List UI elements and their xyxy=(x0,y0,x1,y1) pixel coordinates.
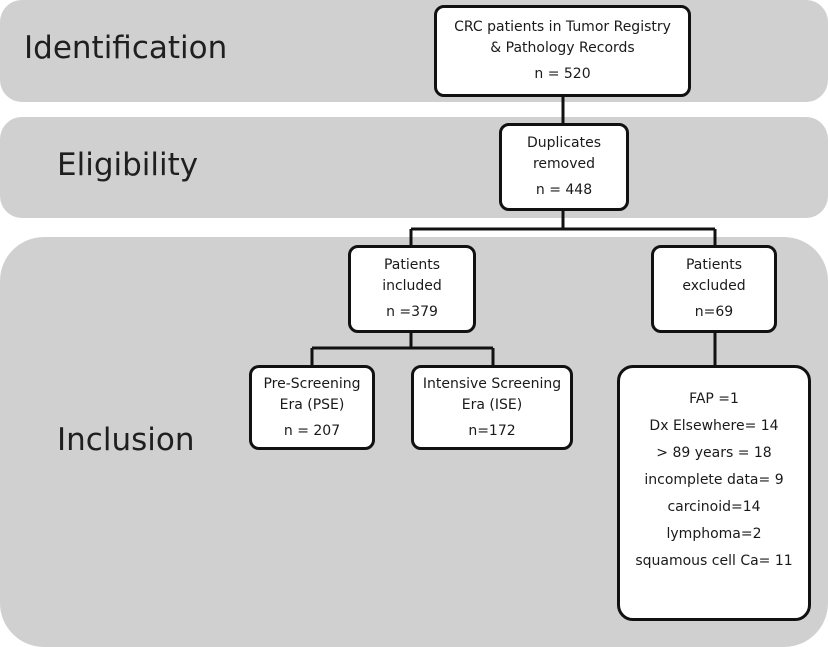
box-text: & Pathology Records xyxy=(490,40,635,56)
box-count: n = 448 xyxy=(535,182,593,198)
box-text: included xyxy=(382,278,442,294)
exclusion-reason-item: FAP =1 xyxy=(689,391,739,407)
box-text: Patients xyxy=(685,257,743,273)
box-count: n = 520 xyxy=(534,66,591,82)
exclusion-reason-item: incomplete data= 9 xyxy=(644,472,784,488)
box-intensive-screening-era: Intensive Screening Era (ISE) n=172 xyxy=(411,365,573,450)
stage-label-identification: Identification xyxy=(24,30,228,66)
box-text: removed xyxy=(532,156,596,172)
stage-label-eligibility: Eligibility xyxy=(57,147,199,183)
box-exclusion-reasons: FAP =1 Dx Elsewhere= 14 > 89 years = 18 … xyxy=(617,365,811,621)
box-count: n =379 xyxy=(386,304,438,320)
box-pre-screening-era: Pre-Screening Era (PSE) n = 207 xyxy=(249,365,375,450)
stage-label-inclusion: Inclusion xyxy=(57,422,195,458)
exclusion-reason-item: carcinoid=14 xyxy=(667,499,761,515)
exclusion-reason-item: squamous cell Ca= 11 xyxy=(635,553,793,569)
box-count: n=172 xyxy=(468,422,516,439)
box-text: Intensive Screening xyxy=(422,375,562,392)
box-patients-included: Patients included n =379 xyxy=(348,245,476,333)
box-text: Era (ISE) xyxy=(461,396,523,413)
eligibility-band xyxy=(0,117,828,218)
box-text: CRC patients in Tumor Registry xyxy=(454,19,671,35)
exclusion-reason-item: Dx Elsewhere= 14 xyxy=(649,418,779,434)
box-duplicates-removed: Duplicates removed n = 448 xyxy=(499,123,629,211)
box-text: excluded xyxy=(682,278,746,294)
box-count: n = 207 xyxy=(283,422,341,439)
box-text: Patients xyxy=(383,257,441,273)
exclusion-reason-item: > 89 years = 18 xyxy=(656,445,772,461)
box-text: Duplicates xyxy=(527,135,601,151)
box-text: Era (PSE) xyxy=(279,396,345,413)
box-crc-patients: CRC patients in Tumor Registry & Patholo… xyxy=(434,5,691,97)
box-patients-excluded: Patients excluded n=69 xyxy=(651,245,777,333)
exclusion-reason-item: lymphoma=2 xyxy=(666,526,762,542)
box-count: n=69 xyxy=(694,304,734,320)
box-text: Pre-Screening xyxy=(263,375,361,392)
